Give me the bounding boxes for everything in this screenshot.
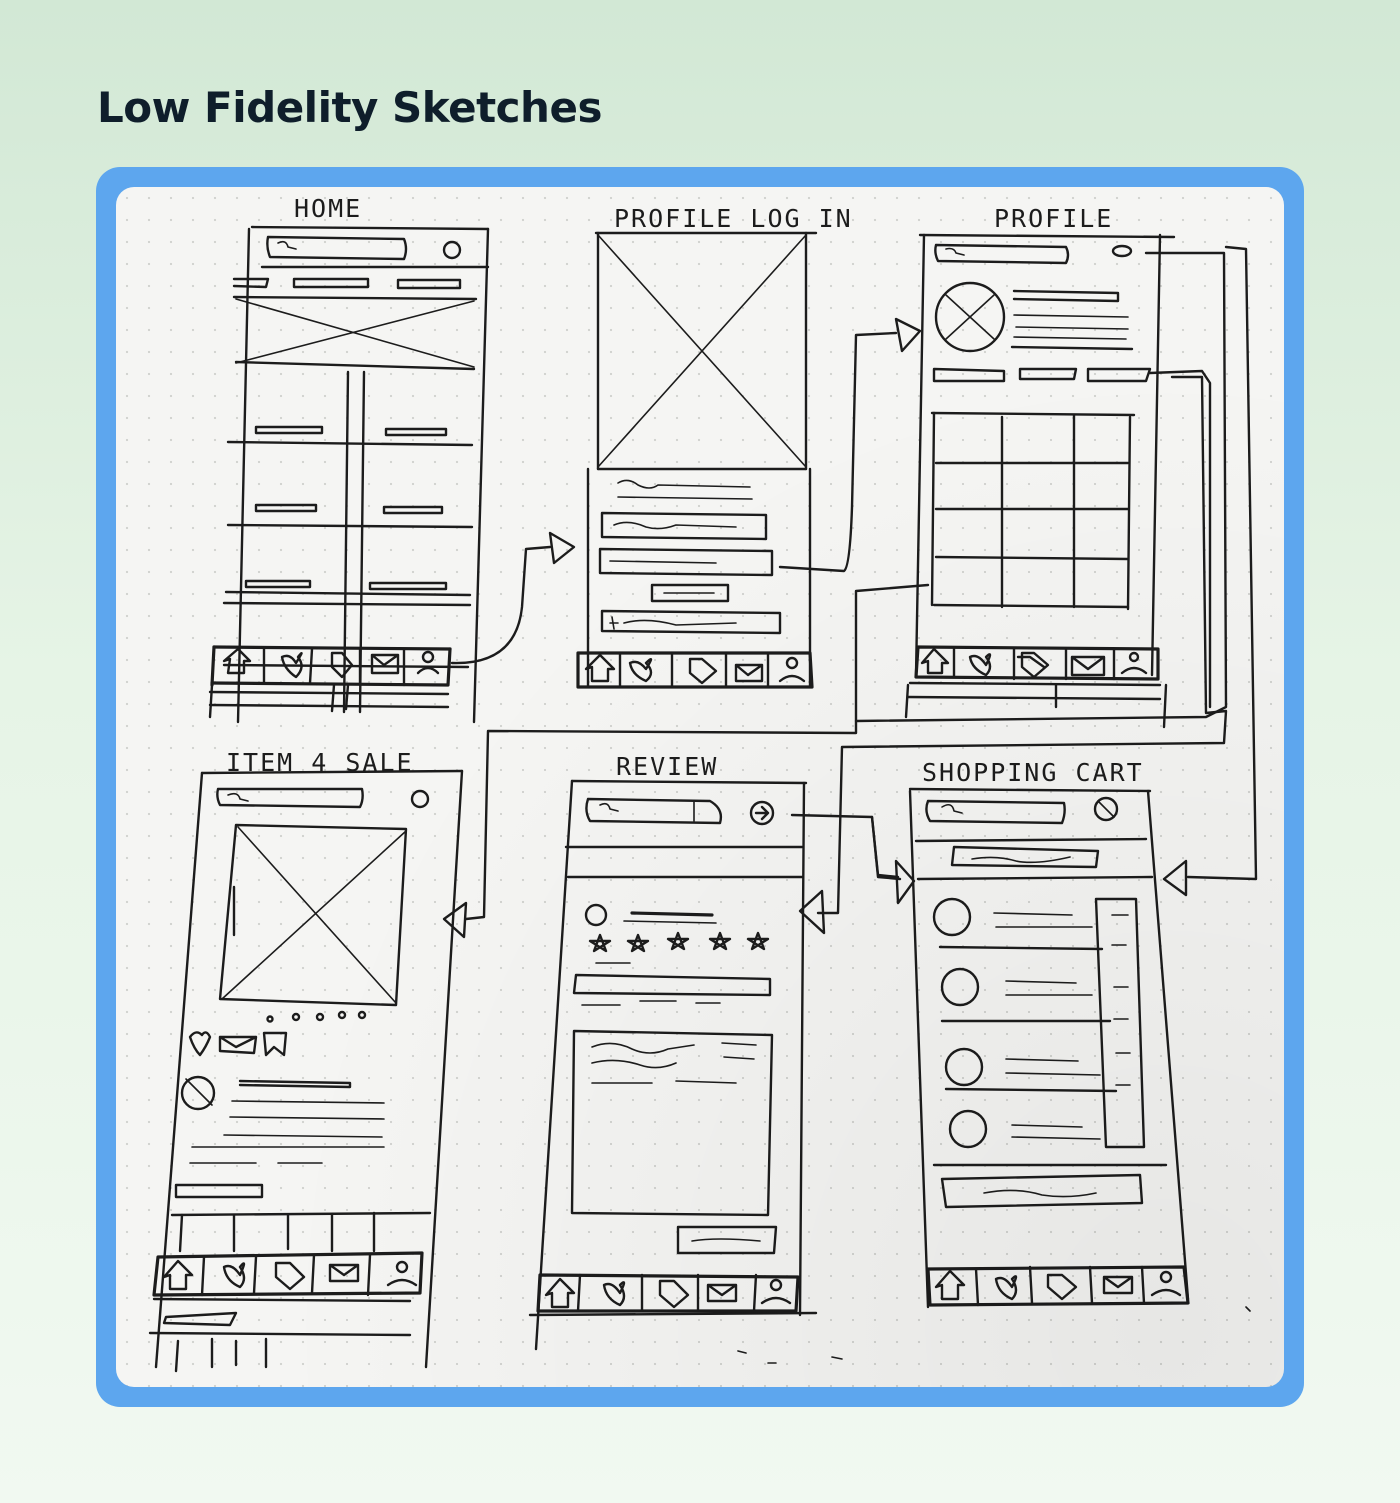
flow-arrow <box>466 721 856 919</box>
sketch-review: REVIEW <box>530 752 816 1349</box>
label-home: HOME <box>294 194 362 223</box>
sketch-shopping-cart: SHOPPING CART <box>910 758 1188 1307</box>
sketch-item-for-sale: ITEM 4 SALE <box>150 748 462 1371</box>
sketch-home: HOME <box>210 194 488 722</box>
sketch-profile-login: PROFILE LOG IN <box>578 204 853 687</box>
label-profile-login: PROFILE LOG IN <box>614 204 853 233</box>
sketch-frame: HOME <box>96 167 1304 1407</box>
wireframe-sketches: HOME <box>116 187 1284 1387</box>
page-title: Low Fidelity Sketches <box>97 80 602 136</box>
flow-arrow <box>792 815 898 877</box>
flow-arrow <box>818 377 1226 913</box>
flow-arrow <box>1188 247 1256 879</box>
label-review: REVIEW <box>616 752 718 781</box>
sketch-paper: HOME <box>116 187 1284 1387</box>
label-profile: PROFILE <box>994 204 1113 233</box>
sketch-profile: PROFILE <box>856 204 1226 727</box>
label-shopping-cart: SHOPPING CART <box>922 758 1144 787</box>
flow-arrow <box>780 333 896 571</box>
